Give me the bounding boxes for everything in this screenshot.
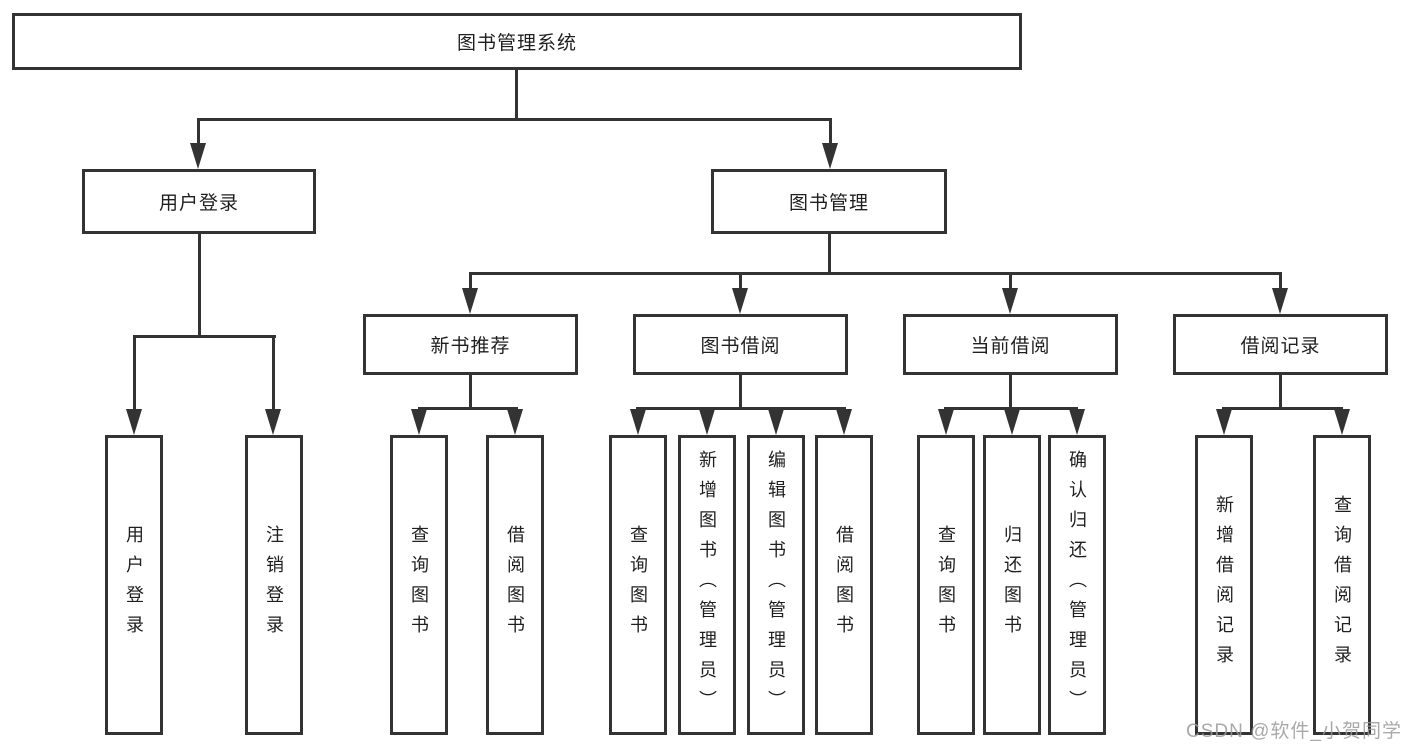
connector-user-login-horizontal xyxy=(133,335,276,338)
node-label: 查询图书 xyxy=(628,525,648,645)
arrow-down-icon xyxy=(768,409,784,435)
node-label: 新书推荐 xyxy=(430,336,511,357)
connector-current-stem xyxy=(1009,374,1012,407)
arrow-down-icon xyxy=(732,288,748,314)
leaf-confirm-return-admin: 确认归还（管理员） xyxy=(1048,435,1106,735)
leaf-query-books-recommend: 查询图书 xyxy=(390,435,448,735)
leaf-logout: 注销登录 xyxy=(245,435,303,735)
node-label: 归还图书 xyxy=(1002,525,1022,645)
connector-user-login-drop xyxy=(197,118,200,145)
leaf-edit-books-admin: 编辑图书（管理员） xyxy=(747,435,805,735)
connector-root-stem xyxy=(515,70,518,118)
node-label: 借阅图书 xyxy=(505,525,525,645)
node-label: 借阅图书 xyxy=(834,525,854,645)
connector-level1-horizontal xyxy=(197,118,832,121)
csdn-watermark: CSDN @软件_小贺同学 xyxy=(1186,721,1402,742)
connector-borrow-stem xyxy=(739,374,742,407)
leaf-borrow-books-recommend: 借阅图书 xyxy=(486,435,544,735)
node-label: 查询图书 xyxy=(409,525,429,645)
arrow-down-icon xyxy=(822,143,838,169)
arrow-down-icon xyxy=(1069,409,1085,435)
connector-newbook-drop xyxy=(469,272,472,290)
connector-records-stem xyxy=(1279,374,1282,407)
arrow-down-icon xyxy=(1334,409,1350,435)
node-book-mgmt: 图书管理 xyxy=(711,169,947,234)
arrow-down-icon xyxy=(1002,288,1018,314)
node-new-book-recommend: 新书推荐 xyxy=(363,314,578,375)
arrow-down-icon xyxy=(507,409,523,435)
connector-newbook-stem xyxy=(469,374,472,407)
arrow-down-icon xyxy=(462,288,478,314)
node-label: 图书借阅 xyxy=(700,336,781,357)
connector-book-mgmt-stem xyxy=(828,234,831,272)
node-label: 编辑图书（管理员） xyxy=(766,450,786,720)
connector-book-mgmt-drop xyxy=(829,118,832,145)
connector-records-drop xyxy=(1279,272,1282,290)
node-current-borrow: 当前借阅 xyxy=(903,314,1118,375)
node-label: 查询图书 xyxy=(936,525,956,645)
node-label: 查询借阅记录 xyxy=(1332,495,1352,675)
node-label: 注销登录 xyxy=(264,525,284,645)
leaf-return-books: 归还图书 xyxy=(983,435,1041,735)
leaf-user-login: 用户登录 xyxy=(105,435,163,735)
arrow-down-icon xyxy=(190,143,206,169)
arrow-down-icon xyxy=(265,409,281,435)
node-label: 当前借阅 xyxy=(970,336,1051,357)
node-label: 图书管理系统 xyxy=(456,33,577,54)
node-label: 用户登录 xyxy=(124,525,144,645)
arrow-down-icon xyxy=(126,409,142,435)
arrow-down-icon xyxy=(630,409,646,435)
connector-user-login-child2-drop xyxy=(272,335,275,411)
connector-current-drop xyxy=(1009,272,1012,290)
node-label: 确认归还（管理员） xyxy=(1067,450,1087,720)
leaf-borrow-books: 借阅图书 xyxy=(815,435,873,735)
node-label: 用户登录 xyxy=(158,193,239,214)
connector-borrow-horizontal xyxy=(636,407,846,410)
leaf-query-books-borrow: 查询图书 xyxy=(609,435,667,735)
arrow-down-icon xyxy=(411,409,427,435)
node-label: 图书管理 xyxy=(788,193,869,214)
node-label: 新增借阅记录 xyxy=(1214,495,1234,675)
connector-borrow-drop xyxy=(739,272,742,290)
node-label: 借阅记录 xyxy=(1240,336,1321,357)
node-user-login: 用户登录 xyxy=(82,169,316,234)
node-book-borrow: 图书借阅 xyxy=(633,314,848,375)
leaf-add-borrow-record: 新增借阅记录 xyxy=(1195,435,1253,735)
connector-records-horizontal xyxy=(1222,407,1343,410)
node-label: 新增图书（管理员） xyxy=(697,450,717,720)
arrow-down-icon xyxy=(1004,409,1020,435)
leaf-add-books-admin: 新增图书（管理员） xyxy=(678,435,736,735)
connector-current-horizontal xyxy=(944,407,1078,410)
arrow-down-icon xyxy=(1216,409,1232,435)
arrow-down-icon xyxy=(938,409,954,435)
leaf-query-books-current: 查询图书 xyxy=(917,435,975,735)
connector-newbook-horizontal xyxy=(418,407,518,410)
arrow-down-icon xyxy=(699,409,715,435)
leaf-query-borrow-record: 查询借阅记录 xyxy=(1313,435,1371,735)
connector-book-mgmt-horizontal xyxy=(469,272,1282,275)
connector-user-login-child1-drop xyxy=(133,335,136,411)
arrow-down-icon xyxy=(1272,288,1288,314)
node-root: 图书管理系统 xyxy=(12,13,1022,70)
arrow-down-icon xyxy=(836,409,852,435)
connector-user-login-stem xyxy=(198,234,201,335)
node-borrow-records: 借阅记录 xyxy=(1173,314,1388,375)
